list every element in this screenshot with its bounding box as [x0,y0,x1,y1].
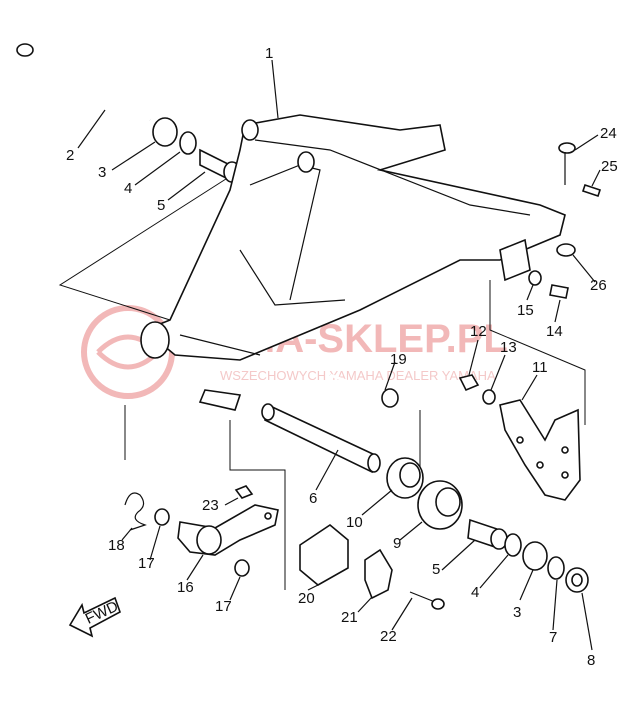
nut-12 [458,374,480,392]
callout-9: 9 [393,535,401,552]
callout-6: 6 [309,490,317,507]
callout-4: 4 [124,180,132,197]
callout-1: 1 [265,45,273,62]
bolt-25 [581,183,602,198]
callout-26: 26 [590,277,607,294]
watermark-subtext: WSZECHOWYCH YAMAHA DEALER YAMAHA [220,368,496,383]
callout-3b: 3 [513,604,521,621]
bolt-14 [549,284,569,299]
callout-16: 16 [177,579,194,596]
nut-23 [234,485,254,499]
bracket-21 [364,548,393,600]
callout-24: 24 [600,125,617,142]
callout-18: 18 [108,537,125,554]
pivot-shaft [16,43,151,122]
callout-17a: 17 [138,555,155,572]
callout-4b: 4 [471,584,479,601]
callout-10: 10 [346,514,363,531]
callout-12: 12 [470,323,487,340]
callout-25: 25 [601,158,618,175]
bolt-22 [409,591,445,610]
spring-18 [124,492,147,531]
bushing-bottom [467,518,508,550]
callout-13: 13 [500,339,517,356]
bracket-11 [499,399,581,501]
fwd-label: FWD [83,598,121,628]
callout-5b: 5 [432,561,440,578]
callout-17b: 17 [215,598,232,615]
leader-lines [77,59,601,651]
swing-arm [140,114,566,411]
washer-17b [234,559,250,577]
washer-17a [154,508,170,526]
collar-6 [261,403,381,474]
collar-26 [556,243,576,257]
callout-19: 19 [390,351,407,368]
callout-labels: 1 2 3 4 5 24 25 26 15 14 12 13 11 19 6 1… [66,45,618,669]
callout-20: 20 [298,590,315,607]
bearing-top [152,117,178,147]
callout-2: 2 [66,147,74,164]
washer-top [179,131,197,155]
callout-21: 21 [341,609,358,626]
washer-13 [482,389,496,405]
roller-9 [417,480,463,530]
callout-15: 15 [517,302,534,319]
washer-bottom [504,533,522,557]
callout-22: 22 [380,628,397,645]
fwd-arrow: FWD [68,596,121,638]
callout-11: 11 [532,359,548,376]
block-20 [299,524,349,586]
nut-8 [565,567,589,593]
bushing-10 [386,457,424,499]
bolt-19 [329,373,399,408]
callout-8: 8 [587,652,595,669]
callout-5: 5 [157,197,165,214]
callout-3: 3 [98,164,106,181]
washer-15 [528,270,542,286]
callout-23: 23 [202,497,219,514]
callout-14: 14 [546,323,563,340]
bolt-24 [558,142,576,185]
assembly-guides [58,169,586,590]
bearing-bottom [522,541,548,571]
arm-16 [177,504,279,556]
washer-7 [547,556,565,580]
callout-7: 7 [549,629,557,646]
